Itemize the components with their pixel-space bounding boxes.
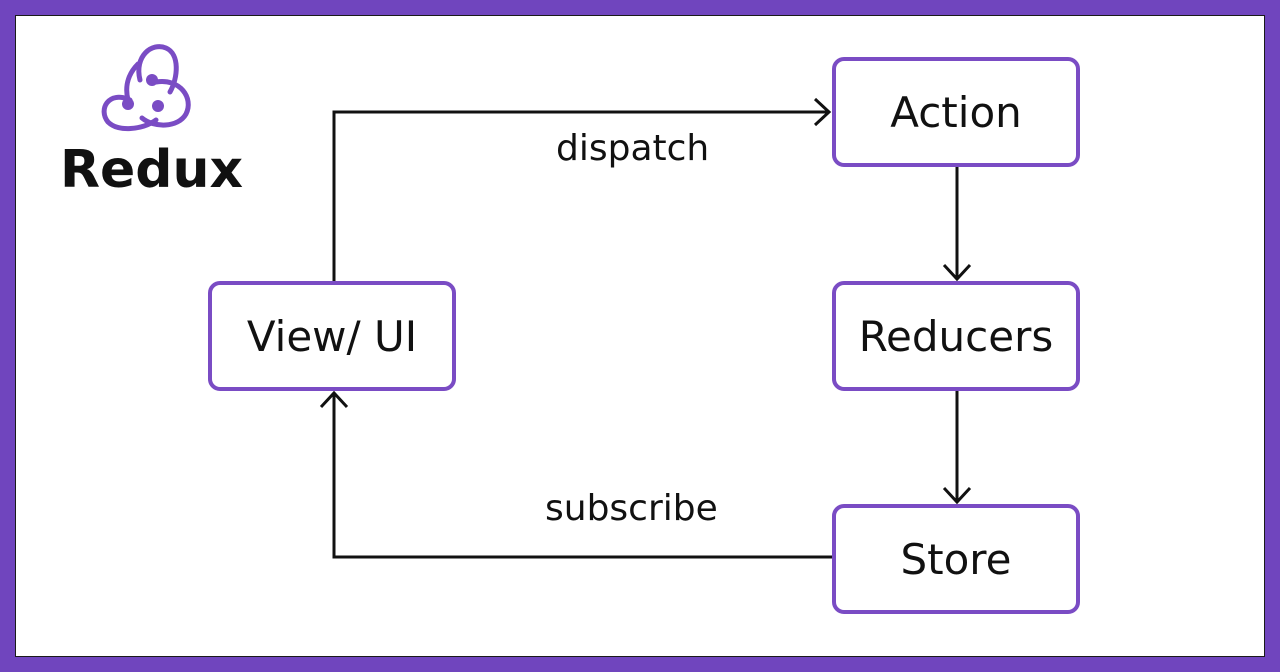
store-node: Store (832, 504, 1080, 614)
dispatch-arrowhead (813, 97, 832, 127)
redux-logo-icon (101, 44, 191, 131)
dispatch-label: dispatch (556, 128, 710, 169)
subscribe-label: subscribe (545, 488, 718, 529)
reducers-node: Reducers (832, 281, 1080, 391)
view-ui-node: View/ UI (208, 281, 456, 391)
brand-title: Redux (60, 140, 244, 200)
action-to-reducers-arrowhead (942, 263, 972, 282)
action-node: Action (832, 57, 1080, 167)
subscribe-arrow (332, 394, 832, 559)
dispatch-arrow (332, 110, 828, 281)
reducers-to-store-arrowhead (942, 486, 972, 505)
subscribe-arrowhead (319, 390, 349, 409)
